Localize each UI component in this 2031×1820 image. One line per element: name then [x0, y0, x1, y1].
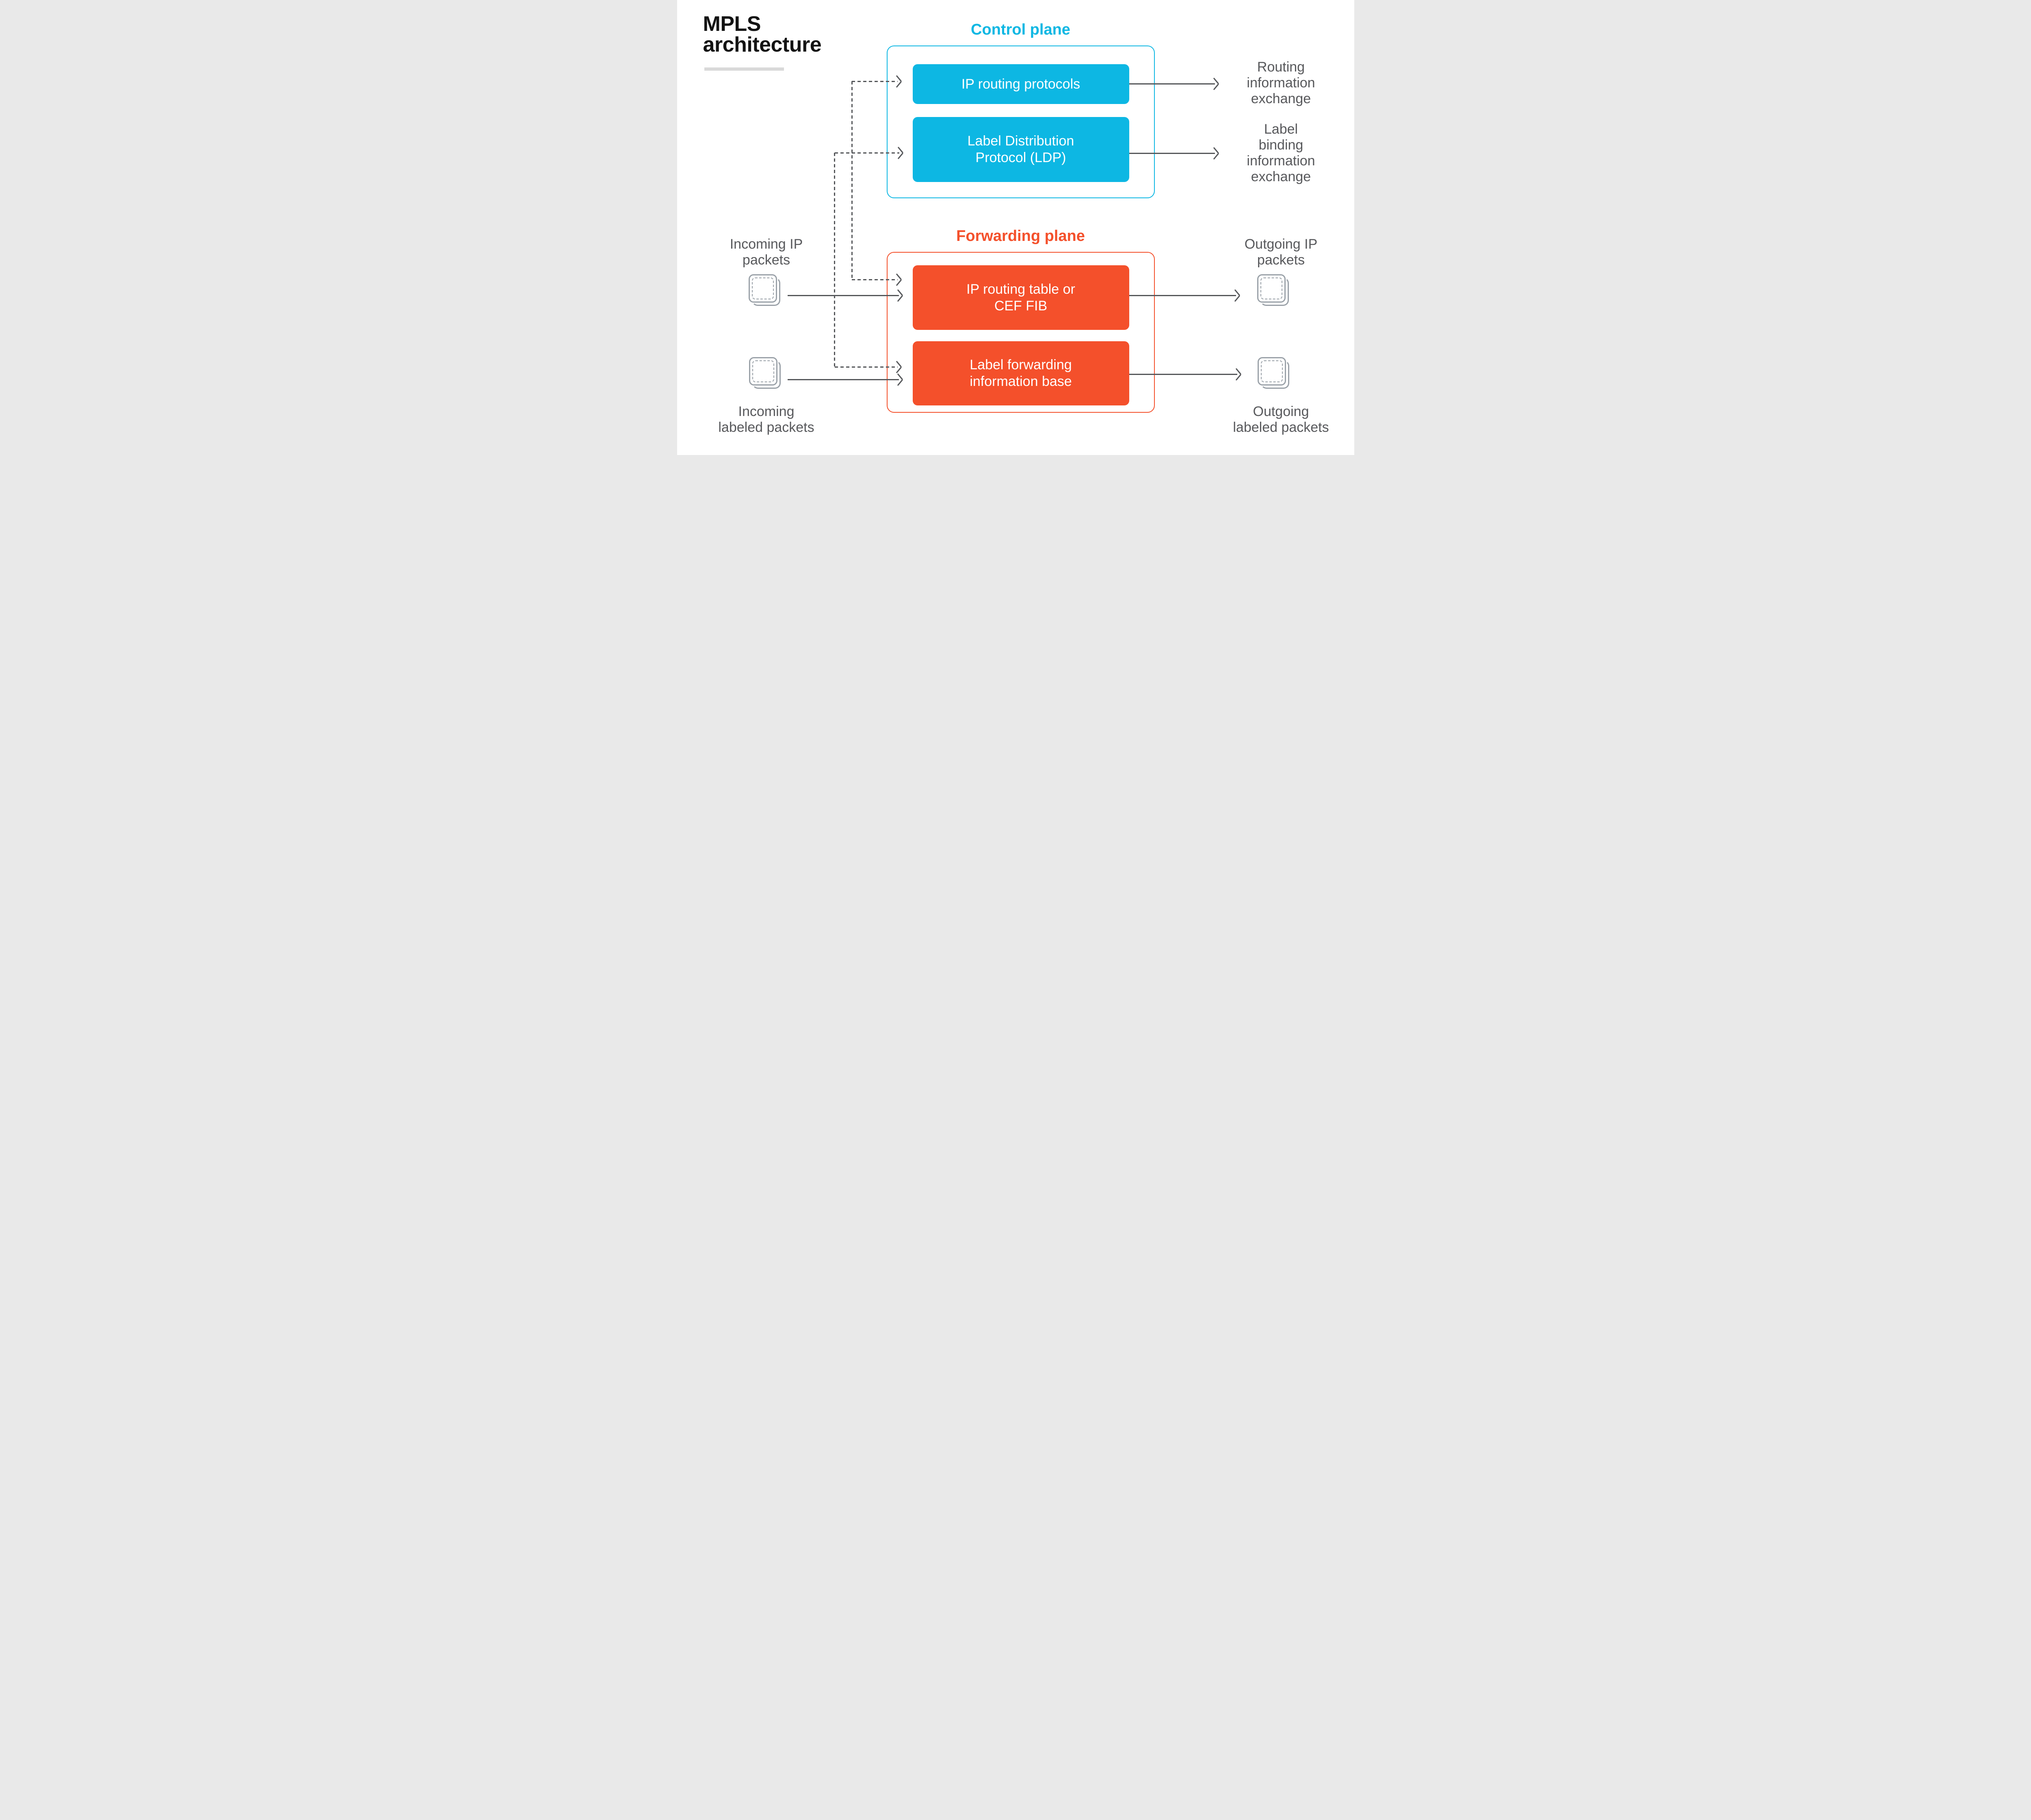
outgoing-ip-packets-label-line-1: Outgoing IP: [1244, 236, 1318, 252]
label-binding-line-1: Label: [1264, 121, 1298, 137]
lfib-text-line-1: Label forwarding: [970, 357, 1072, 373]
forwarding-plane-label: Forwarding plane: [956, 228, 1085, 245]
arrow-shaft: [851, 80, 898, 82]
ip-routing-table-text-line-1: IP routing table or: [966, 281, 1075, 297]
packet-outline: [748, 274, 777, 303]
arrow-shaft: [1129, 295, 1236, 296]
outgoing-labeled-packets-icon: [1257, 357, 1290, 390]
dashed-arrow-into-ip-routing-table: [851, 273, 901, 286]
outgoing-ip-packets-label-line-2: packets: [1257, 252, 1305, 268]
incoming-ip-packets-label: Incoming IP packets: [702, 236, 831, 268]
outgoing-labeled-packets-label-line-2: labeled packets: [1233, 420, 1329, 435]
packet-outline: [1257, 274, 1286, 303]
packet-outline: [1257, 357, 1286, 386]
dashed-link-ldp-to-lfib: [834, 153, 835, 367]
packet-stack-shadow: [751, 277, 780, 306]
packet-dashed-inner: [1260, 277, 1282, 299]
control-plane-container: [886, 46, 1155, 198]
dashed-arrow-into-ip-routing-protocols: [851, 75, 901, 88]
arrow-shaft: [1129, 152, 1215, 154]
mpls-architecture-diagram: MPLS architecture Control plane IP routi…: [677, 0, 1354, 455]
label-binding-information-exchange-label: Label binding information exchange: [1220, 121, 1342, 185]
ldp-text-line-2: Protocol (LDP): [975, 150, 1066, 165]
arrow-shaft: [787, 379, 899, 380]
control-plane-label: Control plane: [971, 21, 1070, 38]
packet-stack-shadow: [1260, 360, 1289, 389]
arrow-routing-table-to-outgoing-ip: [1129, 289, 1240, 302]
routing-info-line-2: information: [1247, 75, 1315, 91]
outgoing-labeled-packets-label: Outgoing labeled packets: [1220, 404, 1342, 436]
packet-stack-shadow: [1260, 277, 1289, 306]
arrow-incoming-labeled-to-lfib: [787, 373, 903, 386]
arrow-shaft: [834, 152, 899, 154]
ldp-text-line-1: Label Distribution: [967, 133, 1074, 149]
dashed-arrow-into-lfib: [834, 360, 901, 373]
routing-information-exchange-label: Routing information exchange: [1220, 59, 1342, 107]
arrow-shaft: [834, 366, 898, 368]
incoming-ip-packets-label-line-1: Incoming IP: [730, 236, 803, 252]
incoming-ip-packets-icon: [748, 274, 781, 307]
incoming-ip-packets-label-line-2: packets: [742, 252, 790, 268]
dashed-link-protocols-to-routing-table: [851, 81, 853, 280]
label-binding-line-4: exchange: [1251, 169, 1311, 184]
packet-dashed-inner: [1260, 360, 1283, 382]
arrow-shaft: [1129, 373, 1237, 375]
label-binding-line-2: binding: [1258, 137, 1303, 153]
dashed-arrow-into-ldp: [834, 146, 903, 159]
arrow-lfib-to-outgoing-labeled: [1129, 368, 1241, 381]
label-binding-line-3: information: [1247, 153, 1315, 169]
packet-dashed-inner: [751, 277, 774, 299]
label-forwarding-information-base-box: Label forwarding information base: [912, 341, 1129, 405]
ip-routing-table-text-line-2: CEF FIB: [994, 298, 1048, 314]
arrow-shaft: [851, 279, 898, 280]
arrow-ldp-to-label-binding: [1129, 147, 1219, 160]
lfib-text-line-2: information base: [970, 374, 1072, 389]
routing-info-line-3: exchange: [1251, 91, 1311, 106]
title-underline: [704, 67, 784, 71]
ip-routing-protocols-box: IP routing protocols: [912, 64, 1129, 104]
forwarding-plane-container: [886, 252, 1155, 413]
ip-routing-table-box: IP routing table or CEF FIB: [912, 265, 1129, 330]
arrow-incoming-ip-to-routing-table: [787, 289, 903, 302]
packet-stack-shadow: [752, 360, 781, 389]
page-title-line-2: architecture: [703, 33, 822, 56]
arrow-protocols-to-routing-information: [1129, 77, 1219, 90]
incoming-labeled-packets-label-line-1: Incoming: [738, 404, 795, 419]
outgoing-labeled-packets-label-line-1: Outgoing: [1253, 404, 1309, 419]
incoming-labeled-packets-icon: [749, 357, 782, 390]
label-distribution-protocol-box: Label Distribution Protocol (LDP): [912, 117, 1129, 182]
packet-outline: [749, 357, 777, 386]
routing-info-line-1: Routing: [1257, 59, 1305, 75]
incoming-labeled-packets-label: Incoming labeled packets: [702, 404, 831, 436]
outgoing-ip-packets-icon: [1257, 274, 1290, 307]
packet-dashed-inner: [752, 360, 774, 382]
ip-routing-protocols-text: IP routing protocols: [961, 76, 1080, 92]
page-title: MPLS architecture: [703, 12, 822, 56]
incoming-labeled-packets-label-line-2: labeled packets: [718, 420, 814, 435]
outgoing-ip-packets-label: Outgoing IP packets: [1220, 236, 1342, 268]
page-title-line-1: MPLS: [703, 12, 761, 36]
arrow-shaft: [1129, 83, 1215, 84]
arrow-shaft: [787, 295, 899, 296]
